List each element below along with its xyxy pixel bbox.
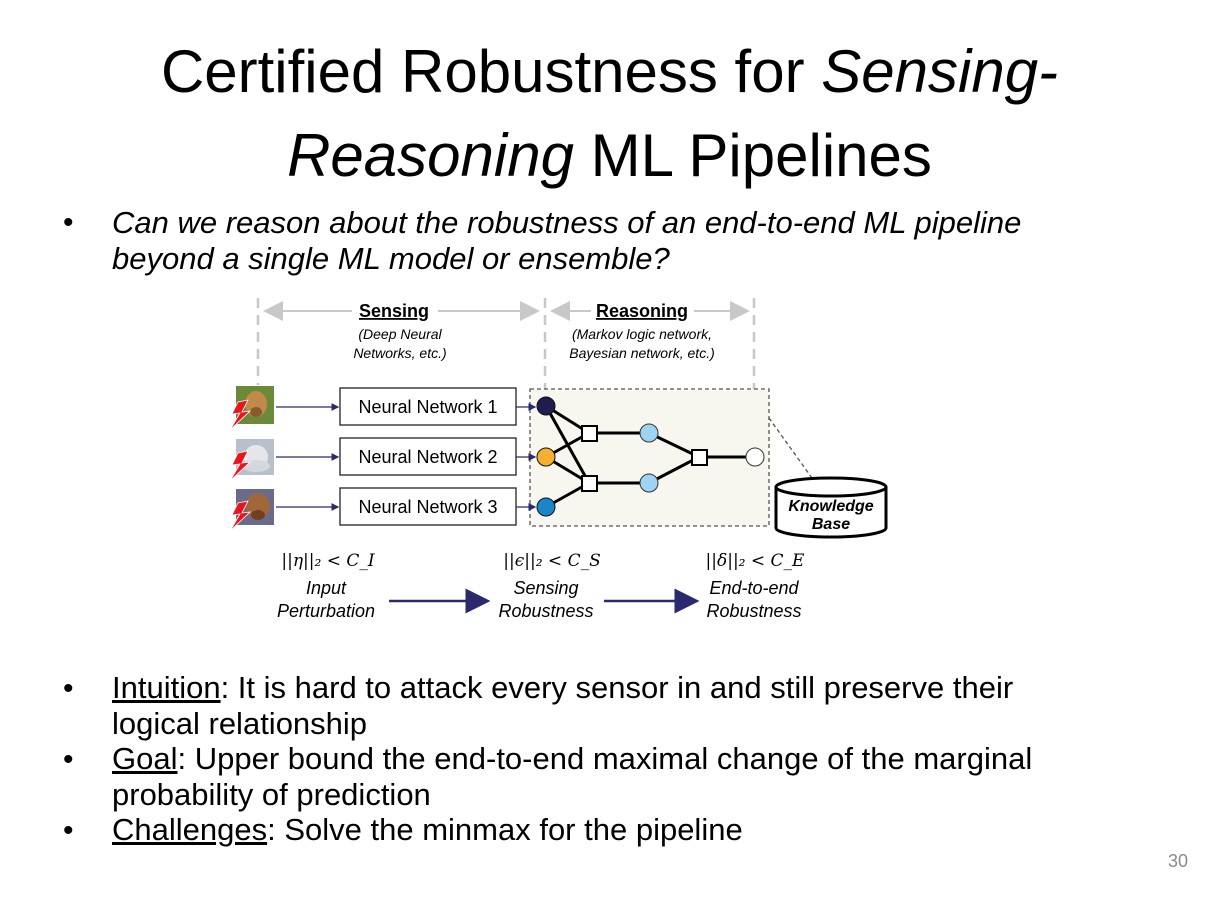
knowledge-base-cylinder	[774, 476, 888, 539]
question-line: Can we reason about the robustness of an…	[112, 205, 1022, 240]
bullet-text: logical relationship	[112, 706, 368, 741]
question-bullet: Can we reason about the robustness of an…	[112, 205, 1021, 277]
sensor-node-1	[536, 396, 556, 416]
e2e-bound-formula: ||δ||₂ < C_E	[706, 551, 806, 571]
sensing-note: (Deep Neural	[358, 326, 442, 342]
neural-network-label: Neural Network 2	[358, 447, 497, 467]
sensing-bound-formula: ||ϵ||₂ < C_S	[503, 551, 600, 571]
knowledge-base-label: Knowledge	[788, 498, 873, 515]
title-italic-text: Reasoning	[287, 122, 574, 189]
title-italic-text: Sensing-	[821, 38, 1059, 105]
question-line: beyond a single ML model or ensemble?	[112, 241, 670, 276]
title-text: ML Pipelines	[573, 122, 932, 189]
reasoning-note: Bayesian network, etc.)	[569, 345, 715, 361]
input-bound-label: Input	[306, 578, 347, 598]
bullet-text: probability of prediction	[112, 777, 431, 812]
reasoning-label: Reasoning	[596, 301, 688, 321]
attack-lightning-icon	[229, 399, 252, 431]
attack-lightning-icon	[229, 500, 252, 532]
bullet-dot: •	[63, 814, 74, 847]
attack-lightning-icon	[229, 450, 252, 482]
bullet-dot: •	[63, 206, 74, 239]
output-node	[745, 447, 765, 467]
reasoning-note: (Markov logic network,	[572, 326, 712, 342]
title-line-2: Reasoning ML Pipelines	[0, 114, 1219, 198]
bullet-term: Intuition	[112, 670, 221, 705]
reasoning-node	[639, 473, 659, 493]
title-line-1: Certified Robustness for Sensing-	[0, 30, 1219, 114]
bullet-term: Challenges	[112, 812, 268, 847]
e2e-bound-label: End-to-end	[709, 578, 799, 598]
sensing-bound-label: Robustness	[498, 601, 593, 621]
intuition-bullet: Intuition: It is hard to attack every se…	[112, 670, 1013, 742]
slide-title: Certified Robustness for Sensing- Reason…	[0, 30, 1219, 198]
bullet-term: Goal	[112, 741, 178, 776]
title-text: Certified Robustness for	[160, 38, 822, 105]
bullet-text: : It is hard to attack every sensor in a…	[220, 670, 1014, 705]
neural-network-box-3	[339, 487, 517, 526]
e2e-bound-label: Robustness	[706, 601, 801, 621]
neural-network-label: Neural Network 3	[358, 497, 497, 517]
neural-network-box-2	[339, 437, 517, 476]
bullet-text: : Upper bound the end-to-end maximal cha…	[177, 741, 1033, 776]
sensing-bound-label: Sensing	[513, 578, 578, 598]
factor-node	[581, 475, 598, 492]
sensing-note: Networks, etc.)	[353, 345, 446, 361]
reasoning-node	[639, 423, 659, 443]
input-image-dog-2	[236, 489, 274, 525]
challenges-bullet: Challenges: Solve the minmax for the pip…	[112, 812, 743, 848]
input-bound-formula: ||η||₂ < C_I	[281, 551, 374, 571]
bullet-dot: •	[63, 743, 74, 776]
sensor-node-2	[536, 447, 556, 467]
factor-node	[581, 425, 598, 442]
goal-bullet: Goal: Upper bound the end-to-end maximal…	[112, 741, 1032, 813]
bullet-dot: •	[63, 672, 74, 705]
input-bound-label: Perturbation	[277, 601, 375, 621]
kb-connector	[768, 417, 813, 479]
bullet-text: : Solve the minmax for the pipeline	[267, 812, 743, 847]
sensor-node-3	[536, 497, 556, 517]
neural-network-label: Neural Network 1	[358, 397, 497, 417]
factor-node	[691, 449, 708, 466]
page-number: 30	[1168, 851, 1189, 871]
sensing-label: Sensing	[359, 301, 429, 321]
knowledge-base-label: Base	[812, 516, 850, 533]
